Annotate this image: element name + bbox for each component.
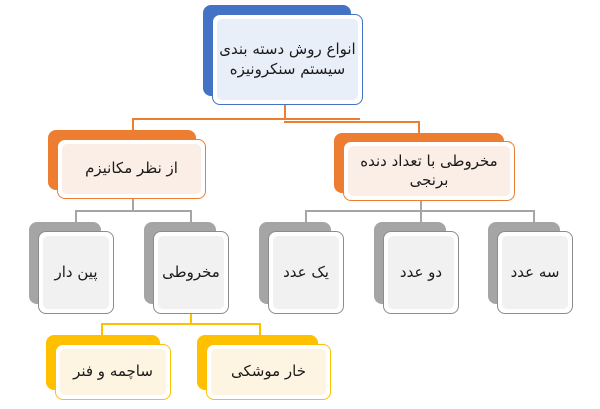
connector-conical-horizontal [101, 323, 261, 325]
node-conical-box: مخروطی [153, 231, 229, 314]
node-one-box: یک عدد [268, 231, 344, 314]
node-pin-type-box: پین دار [38, 231, 114, 314]
node-strut-key-label: خار موشکی [231, 362, 306, 381]
node-three-label: سه عدد [510, 262, 560, 281]
root-node-label: انواع روش دسته بندی سیستم سنکرونیزه [219, 40, 356, 78]
connector-root-horizontal [132, 118, 360, 120]
connector-to-ball-spring [101, 323, 103, 336]
node-brass-cone-label: مخروطی با تعداد دنده برنجی [360, 151, 498, 190]
node-ball-spring-label: ساچمه و فنر [73, 362, 153, 381]
node-pin-type-label: پین دار [54, 262, 98, 281]
connector-to-one [305, 210, 307, 223]
node-ball-spring-box: ساچمه و فنر [55, 344, 171, 400]
connector-to-mechanism [132, 118, 134, 131]
connector-to-three [533, 210, 535, 223]
root-node-box: انواع روش دسته بندی سیستم سنکرونیزه [212, 14, 363, 105]
connector-brass-down [420, 200, 422, 210]
node-mechanism-box: از نظر مکانیزم [57, 139, 206, 199]
node-mechanism-label: از نظر مکانیزم [85, 159, 178, 178]
connector-to-conical [190, 210, 192, 223]
connector-mechanism-down [132, 198, 134, 210]
connector-root-horizontal-right [284, 121, 420, 123]
node-two-label: دو عدد [399, 262, 443, 281]
node-strut-key-box: خار موشکی [206, 344, 331, 400]
connector-to-two [420, 210, 422, 223]
node-two-box: دو عدد [383, 231, 459, 314]
connector-to-strut-key [259, 323, 261, 336]
node-conical-label: مخروطی [162, 262, 220, 281]
node-three-box: سه عدد [497, 231, 573, 314]
connector-to-brass-cone [418, 121, 420, 135]
connector-conical-down [190, 313, 192, 323]
node-brass-cone-box: مخروطی با تعداد دنده برنجی [343, 141, 515, 201]
connector-to-pin [75, 210, 77, 223]
connector-mechanism-horizontal [75, 210, 191, 212]
connector-root-down [284, 104, 286, 118]
node-one-label: یک عدد [283, 262, 329, 281]
